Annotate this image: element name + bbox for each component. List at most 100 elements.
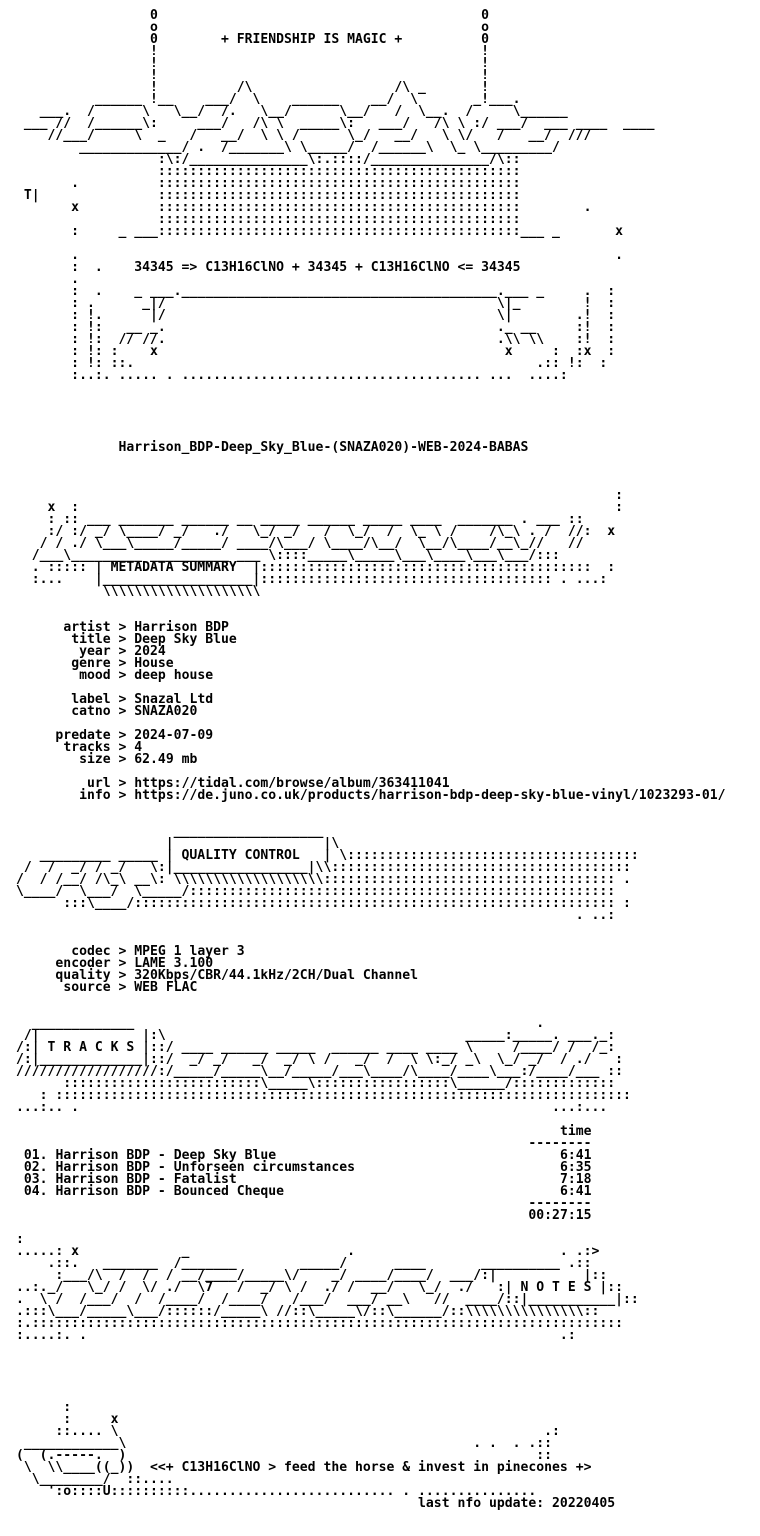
art-text: /:| T R A C K S |::/ ____ ______ _____ _… <box>16 1040 616 1055</box>
kv-row: tracks > 4 <box>63 740 143 755</box>
art-text: ( (.-----. ) :: <box>16 1448 553 1463</box>
kv-value: Harrison BDP <box>134 620 229 635</box>
kv-row: codec > MPEG 1 layer 3 <box>71 944 245 959</box>
art-line: : !. |/ \| .! : <box>16 309 655 322</box>
art-text: /| |:\ _____:_____. ___._: <box>16 1028 616 1043</box>
art-line: : x <box>16 1412 615 1427</box>
art-text: : !: __ _. ._ __ :! : <box>16 320 616 335</box>
art-text: :... |___________________|::::::::::::::… <box>16 572 608 587</box>
art-line: /:| T R A C K S |::/ ____ ______ _____ _… <box>16 1040 631 1055</box>
kv-key: size <box>79 752 111 767</box>
art-text: :/ :/ _/ \____/ _/ ./ \_/ _/ / \_/ / \_ … <box>16 524 616 539</box>
art-line: :... |___________________|::::::::::::::… <box>16 572 623 587</box>
art-line: | |\ <box>16 837 639 850</box>
nfo-tracks-art: _____________ . /| |:\ _____:_____. ___.… <box>16 1017 631 1114</box>
art-line: : ::::::::::::::::::::::::::::::::::::::… <box>16 1089 631 1102</box>
track-artist: Harrison BDP <box>55 1172 151 1187</box>
kv-row: quality > 320Kbps/CBR/44.1kHz/2CH/Dual C… <box>55 968 419 983</box>
art-text: \ \\____((_)) <<+ C13H16ClNO > feed the … <box>16 1460 592 1475</box>
art-line: ::.... \ .: <box>16 1425 615 1438</box>
art-line: ...:.. . ...:... <box>16 1101 631 1114</box>
art-text: : . 34345 => C13H16ClNO + 34345 + C13H16… <box>16 260 521 275</box>
art-line: : !: : x x : :x : <box>16 345 655 358</box>
nfo-footer-art: : : x ::.... \ .: ____________\ . . . .:… <box>16 1354 615 1510</box>
art-line <box>16 1390 615 1402</box>
art-text: : <box>16 1232 24 1247</box>
art-text: Harrison_BDP-Deep_Sky_Blue-(SNAZA020)-WE… <box>16 440 529 455</box>
kv-key: catno <box>71 704 111 719</box>
art-text: ____________\ . . . .:: <box>16 1436 553 1451</box>
art-line: /___\_________ __________ ___ \::::_____… <box>16 549 623 562</box>
art-line: . ::::::::::::::::::::::::::::::::::::::… <box>16 177 655 190</box>
art-text: : x <box>16 1412 119 1427</box>
art-line: //___/ \ _ / __/ \ \ / \_/ __/ \ \/ / __… <box>16 129 655 142</box>
track-title: Unforseen circumstances <box>173 1160 356 1175</box>
art-line: . \ / /___/ / /____/ /____/ /___/ ___/ _… <box>16 1293 639 1306</box>
art-text: / / ./ \___\_____/_____/ ____/\___/ \___… <box>16 536 584 551</box>
kv-key: year <box>79 644 111 659</box>
art-line: \________/ ::.... <box>16 1473 615 1486</box>
art-text: . <box>16 272 80 287</box>
kv-row: genre > House <box>71 656 174 671</box>
art-line: ___ // /______\: ___/ /\ \ _____\: ___/ … <box>16 117 655 130</box>
art-line <box>16 1354 615 1366</box>
art-text: :.::::::::::::::::::::::::::::::::::::::… <box>16 1316 623 1331</box>
track-title: Bounced Cheque <box>173 1184 285 1199</box>
kv-key: source <box>63 980 111 995</box>
kv-row: size > 62.49 mb <box>79 752 198 767</box>
art-text: ::::::::::::::::::::::::::::::::::::::::… <box>16 212 521 227</box>
track-number: 02. <box>23 1160 48 1175</box>
kv-value: https://tidal.com/browse/album/363411041 <box>134 776 450 791</box>
art-text: last nfo update: 20220405 <box>16 1496 616 1511</box>
art-text: T| :::::::::::::::::::::::::::::::::::::… <box>16 188 521 203</box>
kv-value: SNAZA020 <box>134 704 198 719</box>
art-line: : <box>16 1232 639 1247</box>
nfo-quality-art: ___________________ | |\ _________ _____… <box>16 825 639 922</box>
art-line: Harrison_BDP-Deep_Sky_Blue-(SNAZA020)-WE… <box>16 440 655 455</box>
art-line: \____/ \___/ \_____/::::::::::::::::::::… <box>16 885 639 898</box>
art-line: \ \\____((_)) <<+ C13H16ClNO > feed the … <box>16 1460 615 1475</box>
art-line <box>16 394 655 406</box>
kv-value: 2024 <box>134 644 166 659</box>
art-line: ! /\ /\ _ ! <box>16 81 655 94</box>
kv-value: 62.49 mb <box>134 752 198 767</box>
nfo-metadata-art: : x : : : :: ___ _______ ______ __ _____… <box>16 489 623 599</box>
art-line: : !: __ _. ._ __ :! : <box>16 320 655 335</box>
art-line <box>16 418 655 430</box>
art-line: T| :::::::::::::::::::::::::::::::::::::… <box>16 188 655 203</box>
art-line: : _ ___:::::::::::::::::::::::::::::::::… <box>16 225 655 238</box>
track-row: 04. Harrison BDP - Bounced Cheque 6:41 <box>23 1184 592 1199</box>
art-text: / / /__/ /\_\ __\: \\\\\\\\\\\\\\\\\\\::… <box>16 872 631 887</box>
kv-row: label > Snazal Ltd <box>71 692 214 707</box>
track-time: 6:41 <box>559 1148 592 1163</box>
art-text: _____________/ . /_______\ \_____/ /____… <box>16 140 560 155</box>
art-text: x : : <box>16 500 623 515</box>
art-line: : . _|/ \|_ ! : <box>16 297 655 310</box>
kv-key: mood <box>79 668 111 683</box>
art-line: : :: ___ _______ ______ __ _____ ______ … <box>16 513 623 526</box>
art-line: : <box>16 1400 615 1415</box>
art-text: : . _ ___.______________________________… <box>16 284 616 299</box>
art-text: ___. / \ \__/ /. \__/ \__/ / \__. / \___… <box>16 104 568 119</box>
track-time-header: time <box>16 1124 592 1139</box>
track-time: 6:41 <box>560 1184 592 1199</box>
art-line: : <box>16 489 623 502</box>
track-time-label: time <box>559 1124 592 1139</box>
nfo-header-art: 0 0 o o 0 + FRIENDSHIP IS MAGIC + 0 ! <box>16 9 655 455</box>
art-line: : . _ ___.______________________________… <box>16 284 655 299</box>
kv-row: year > 2024 <box>79 644 166 659</box>
art-text: \\\\\\\\\\\\\\\\\\\\ <box>16 584 261 599</box>
kv-value: Snazal Ltd <box>134 692 214 707</box>
art-line: //////////////////:/_____/_____\__/_____… <box>16 1065 631 1078</box>
kv-value: MPEG 1 layer 3 <box>134 944 245 959</box>
track-row: 03. Harrison BDP - Fatalist 7:18 <box>23 1172 592 1187</box>
nfo-tracklist: time -------- 01. Harrison BDP - Deep Sk… <box>16 1124 592 1222</box>
art-text: :::\____/:::::::::::::::::::::::::::::::… <box>16 896 631 911</box>
art-text: : <box>16 1400 72 1415</box>
track-rule: -------- <box>16 1197 592 1210</box>
art-text: ! ! <box>16 68 489 83</box>
kv-value: deep house <box>134 668 214 683</box>
art-text: 0 + FRIENDSHIP IS MAGIC + 0 <box>16 32 489 47</box>
kv-key: predate <box>55 728 111 743</box>
art-text: : !: // //. .\\ \\ :! : <box>16 332 616 347</box>
